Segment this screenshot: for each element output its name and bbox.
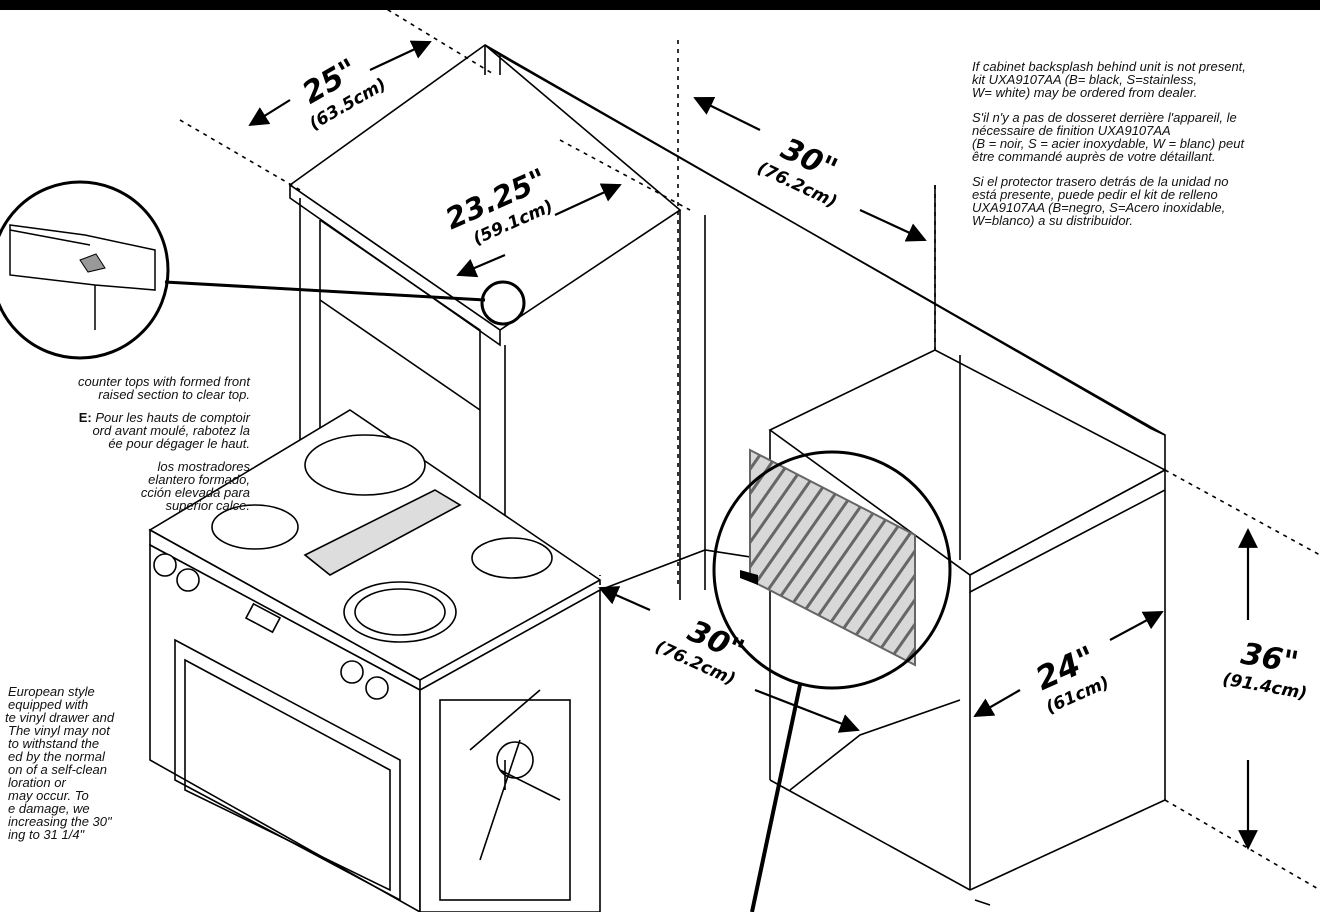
vinyl-l8: loration or xyxy=(8,775,66,790)
dim-24: 24" (61cm) xyxy=(1030,638,1113,718)
dimension-arrows xyxy=(248,40,1258,850)
vinyl-l6: ed by the normal xyxy=(8,749,105,764)
panel-leader-line xyxy=(750,684,802,912)
right-cabinet xyxy=(484,44,1167,906)
countertop-detail xyxy=(0,180,526,360)
vinyl-note: European style equipped with te vinyl dr… xyxy=(0,685,140,841)
countertop-es-2: elantero formado, xyxy=(148,472,250,487)
vinyl-l3: te vinyl drawer and xyxy=(5,710,115,725)
backsplash-es-4: W=blanco) a su distribuidor. xyxy=(972,213,1134,228)
countertop-en-2: raised section to clear top. xyxy=(98,387,250,402)
vinyl-l7: on of a self-clean xyxy=(8,762,108,777)
backsplash-en-1: If cabinet backsplash behind unit is not… xyxy=(972,59,1246,74)
countertop-note: counter tops with formed front raised se… xyxy=(0,375,250,524)
backsplash-es-3: UXA9107AA (B=negro, S=Acero inoxidable, xyxy=(972,200,1226,215)
backsplash-fr-3: (B = noir, S = acier inoxydable, W = bla… xyxy=(972,136,1245,151)
dim-30-front: 30" (76.2cm) xyxy=(652,614,749,690)
countertop-fr-2: ord avant moulé, rabotez la xyxy=(92,423,250,438)
vinyl-l5: to withstand the xyxy=(8,736,100,751)
vinyl-l12: ing to 31 1/4" xyxy=(8,827,85,842)
backsplash-es-1: Si el protector trasero detrás de la uni… xyxy=(972,174,1229,189)
countertop-en-1: counter tops with formed front xyxy=(78,374,250,389)
vinyl-l4: The vinyl may not xyxy=(8,723,110,738)
dim-25: 25" (63.5cm) xyxy=(297,52,390,134)
vinyl-l9: may occur. To xyxy=(8,788,89,803)
countertop-fr-label: E: xyxy=(78,410,92,425)
top-border-bar xyxy=(0,0,1320,10)
vinyl-l1: European style xyxy=(8,684,95,699)
countertop-fr-1: Pour les hauts de comptoir xyxy=(95,410,250,425)
extension-lines xyxy=(179,4,1320,891)
vinyl-l2: equipped with xyxy=(8,697,89,712)
dim-30-top: 30" (76.2cm) xyxy=(754,131,842,212)
range-rack-detail xyxy=(469,689,561,861)
countertop-es-1: los mostradores xyxy=(157,459,250,474)
backsplash-note: If cabinet backsplash behind unit is not… xyxy=(972,60,1317,239)
hatched-panel xyxy=(740,448,916,667)
backsplash-en-3: W= white) may be ordered from dealer. xyxy=(972,85,1198,100)
backsplash-fr-4: être commandé auprès de votre détaillant… xyxy=(972,149,1216,164)
dim-36: 36" (91.4cm) xyxy=(1221,636,1308,704)
vinyl-l10: e damage, we xyxy=(8,801,90,816)
panel-detail-circle xyxy=(712,450,952,690)
backsplash-es-2: está presente, puede pedir el kit de rel… xyxy=(972,187,1218,202)
countertop-es-3: cción elevada para xyxy=(140,485,250,500)
backsplash-fr-2: nécessaire de finition UXA9107AA xyxy=(972,123,1171,138)
backsplash-en-2: kit UXA9107AA (B= black, S=stainless, xyxy=(972,72,1197,87)
range xyxy=(148,409,602,912)
vinyl-l11: increasing the 30" xyxy=(8,814,112,829)
backsplash-fr-1: S'il n'y a pas de dosseret derrière l'ap… xyxy=(972,110,1237,125)
countertop-es-4: superior calce. xyxy=(165,498,250,513)
countertop-fr-3: ée pour dégager le haut. xyxy=(108,436,250,451)
